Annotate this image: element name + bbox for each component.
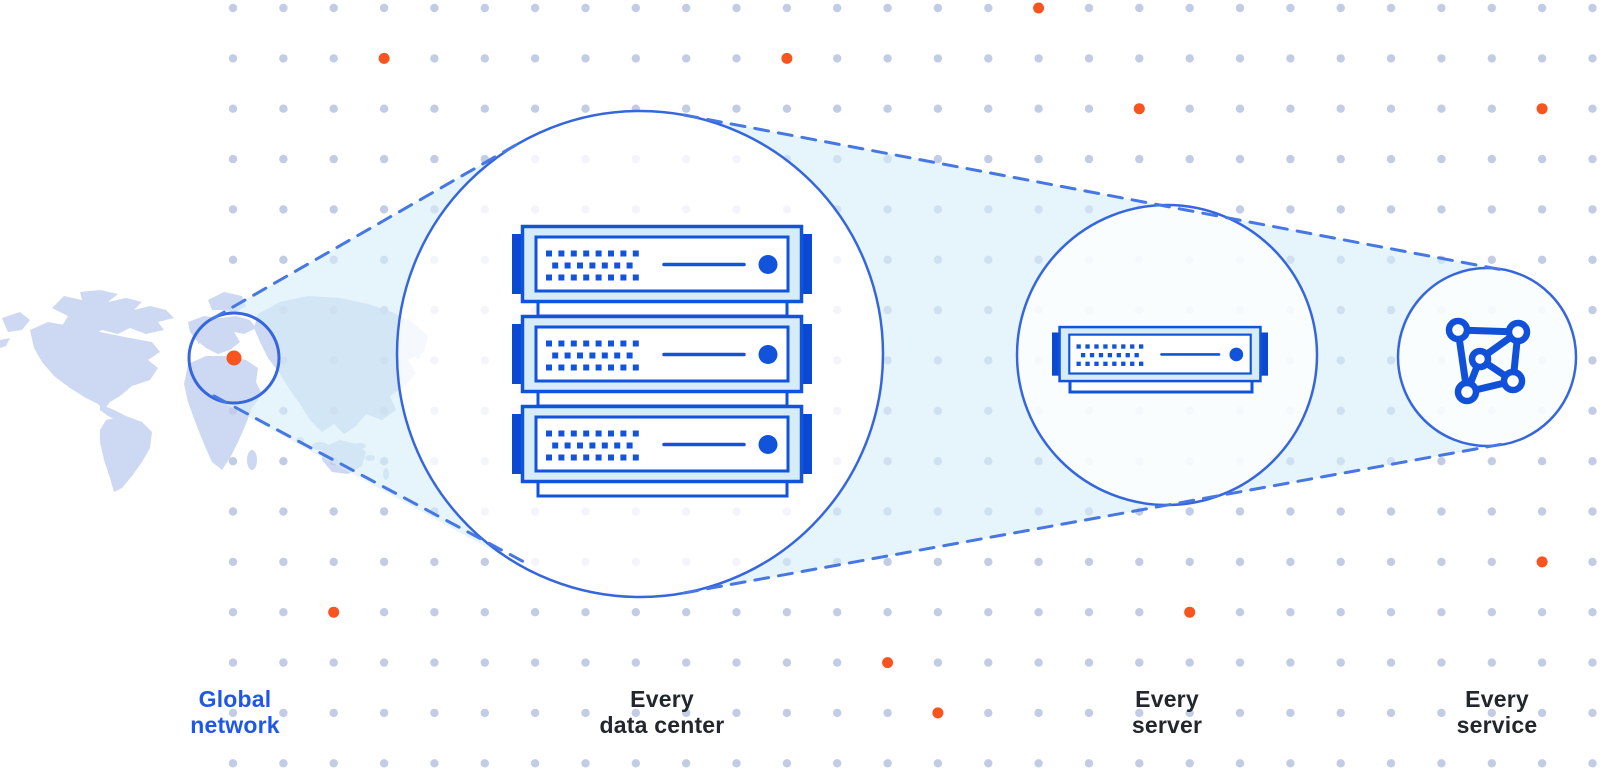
map-region-circle	[187, 311, 281, 405]
label-line: Every	[630, 686, 694, 712]
zoom-dash-lines	[210, 113, 1505, 595]
label-global-network: Global network	[190, 686, 280, 738]
label-line: Every	[1135, 686, 1199, 712]
mesh-network-icon	[1445, 317, 1531, 405]
label-line: network	[190, 712, 280, 738]
label-line: Every	[1465, 686, 1529, 712]
label-line: Global	[198, 686, 272, 712]
label-every-service: Every service	[1457, 686, 1538, 738]
zoom-beam-left	[212, 142, 521, 566]
location-marker-dot	[226, 350, 242, 366]
label-every-server: Every server	[1132, 686, 1202, 738]
single-server-icon	[1050, 325, 1270, 394]
label-line: data center	[599, 712, 725, 738]
label-line: server	[1131, 712, 1203, 738]
label-every-data-center: Every data center	[600, 686, 725, 738]
server-rack-icon	[510, 224, 814, 498]
label-line: service	[1456, 712, 1538, 738]
